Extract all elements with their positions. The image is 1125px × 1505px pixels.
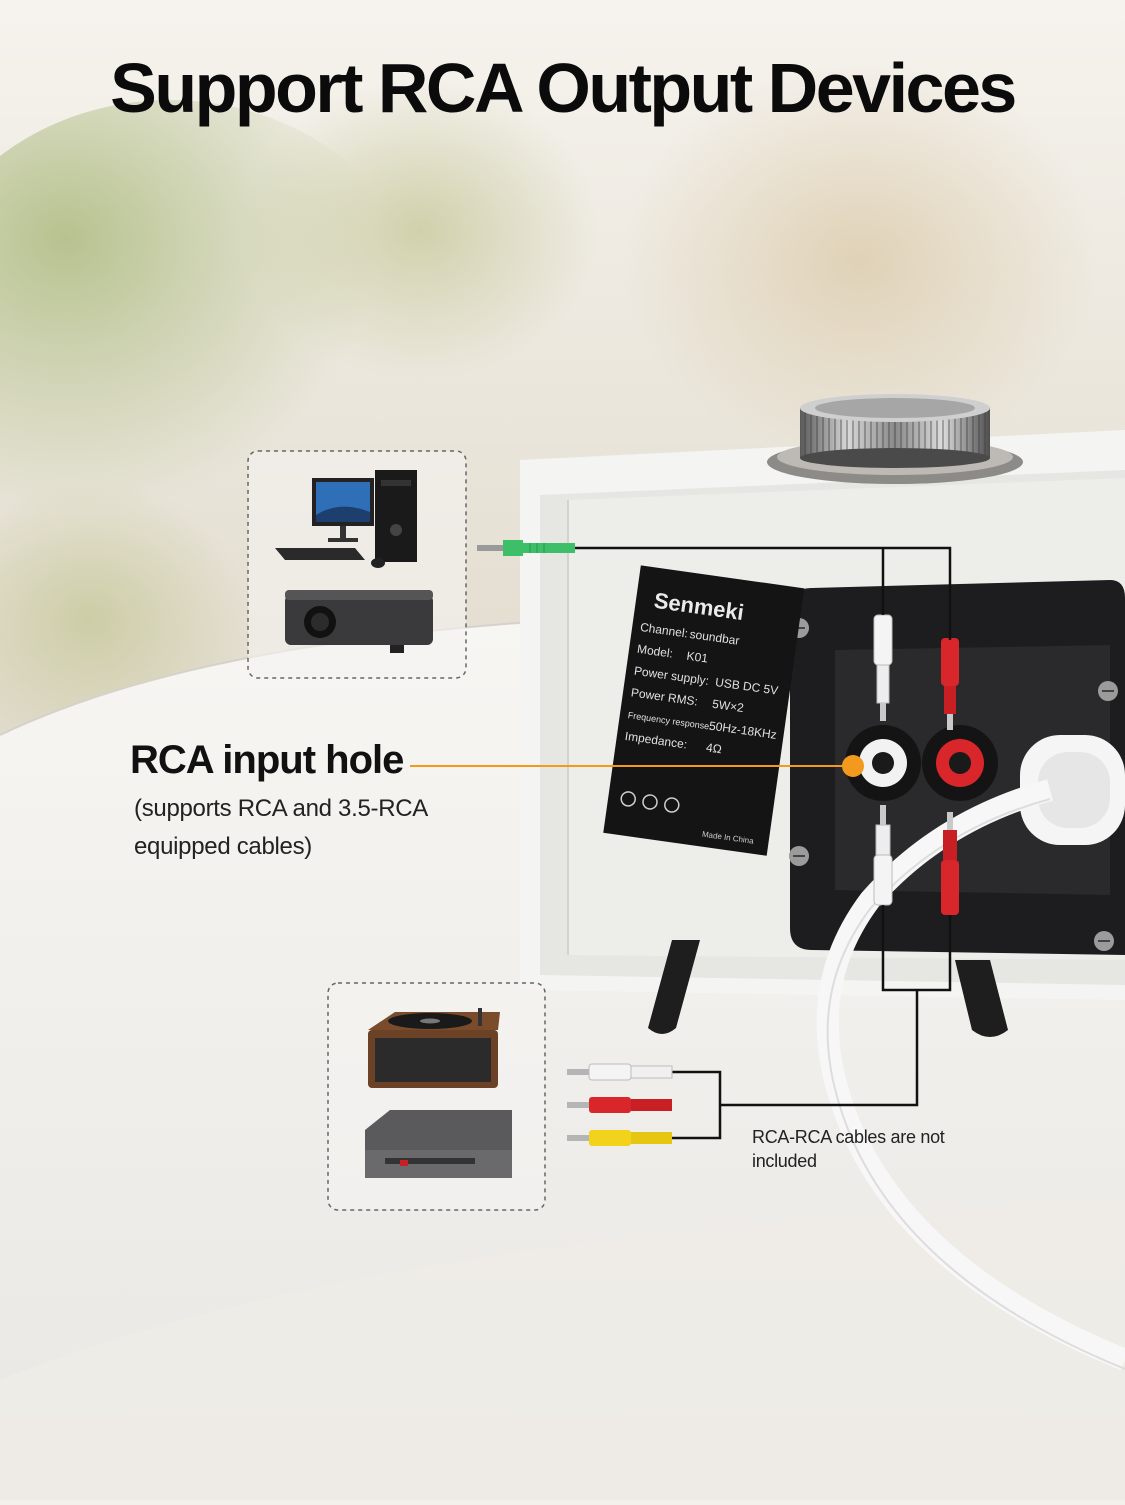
plate-row-value: soundbar [689, 627, 741, 648]
plate-row-value: K01 [686, 649, 709, 666]
rca-triple-white [567, 1063, 673, 1081]
plate-row-value: 4Ω [705, 740, 722, 756]
callout-description: (supports RCA and 3.5-RCA equipped cable… [134, 795, 427, 860]
device-box-turntable [327, 982, 546, 1211]
rca-plug-top-red [941, 638, 959, 730]
device-box-computer [247, 450, 467, 679]
rca-plug-top-white [873, 614, 893, 721]
callout-title: RCA input hole [130, 738, 404, 782]
plate-row-label: Channel: [639, 620, 689, 641]
rca-plug-bottom-red [941, 812, 959, 915]
page-headline: Support RCA Output Devices [110, 49, 1017, 127]
cables-note: RCA-RCA cables are not included [752, 1127, 945, 1171]
plate-row-label: Model: [636, 642, 674, 661]
aux-plug [477, 540, 575, 556]
rca-triple-red [567, 1097, 672, 1113]
rca-triple-yellow [567, 1130, 672, 1146]
rca-plug-bottom-white [873, 805, 893, 906]
volume-knob [767, 394, 1023, 484]
wiring-lines [575, 546, 952, 1140]
plate-row-value: 5W×2 [711, 697, 745, 715]
callout-dot [842, 755, 864, 777]
